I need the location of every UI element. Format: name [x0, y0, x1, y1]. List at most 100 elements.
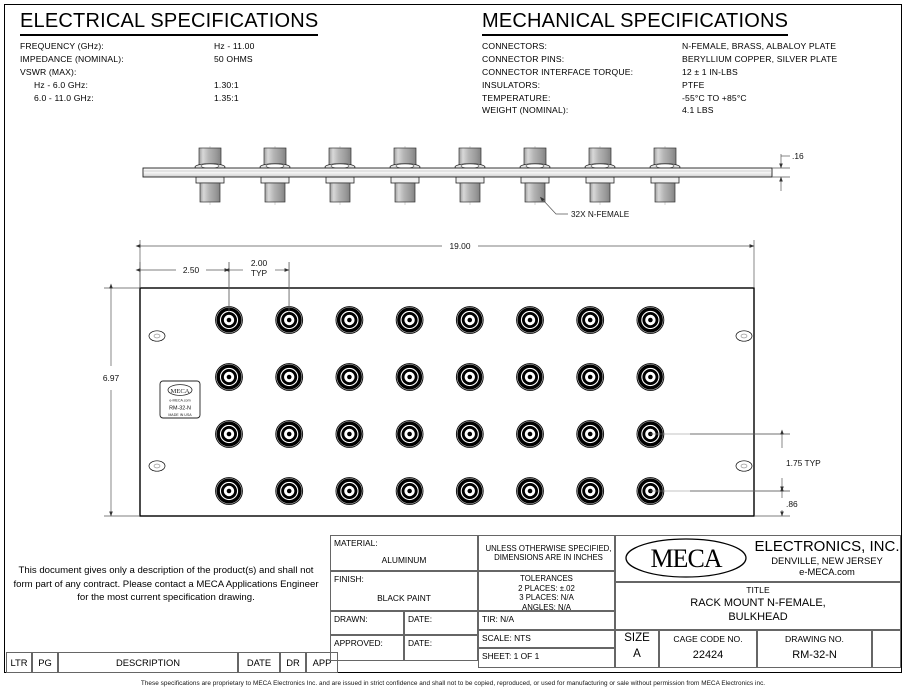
pitch-dim-label: 2.00: [251, 258, 268, 268]
approved-cell[interactable]: APPROVED:: [330, 635, 404, 661]
drawn-date-label: DATE:: [408, 614, 433, 624]
revision-header-app: APP: [306, 652, 338, 673]
spec-value: BERYLLIUM COPPER, SILVER PLATE: [682, 54, 838, 65]
svg-text:RM-32-N: RM-32-N: [169, 406, 191, 412]
spec-row: CONNECTOR PINS: BERYLLIUM COPPER, SILVER …: [482, 53, 837, 66]
connector-port[interactable]: [455, 363, 484, 391]
connector-port[interactable]: [395, 420, 424, 448]
mounting-slots: [148, 330, 753, 472]
drawn-date-cell[interactable]: DATE:: [404, 611, 478, 635]
connector-callout-label: 32X N-FEMALE: [571, 210, 630, 219]
overall-width-dimension: 19.00: [135, 240, 755, 288]
spec-row: CONNECTOR INTERFACE TORQUE:12 ± 1 IN-LBS: [482, 66, 837, 79]
spec-key: VSWR (MAX):: [20, 66, 77, 77]
overall-height-dimension: 6.97: [103, 283, 140, 517]
connector-port[interactable]: [576, 306, 605, 334]
company-logo-svg: MECA: [625, 538, 747, 578]
spec-value: N-FEMALE, BRASS, ALBALOY PLATE: [682, 41, 837, 52]
spec-key: TEMPERATURE:: [482, 92, 551, 103]
sheet-cell: SHEET: 1 OF 1: [478, 648, 615, 668]
connector-port[interactable]: [516, 363, 544, 391]
side-connector: [389, 146, 421, 205]
svg-text:MECA: MECA: [650, 544, 722, 573]
proprietary-footer: These specifications are proprietary to …: [140, 680, 766, 687]
spec-key: 6.0 - 11.0 GHz:: [34, 92, 94, 103]
connector-port[interactable]: [335, 306, 364, 334]
connector-port[interactable]: [215, 477, 243, 505]
material-cell: MATERIAL: ALUMINUM: [330, 535, 478, 571]
connector-port[interactable]: [275, 477, 304, 505]
connector-port[interactable]: [516, 420, 544, 448]
spec-key: INSULATORS:: [482, 79, 541, 90]
spec-key: CONNECTOR INTERFACE TORQUE:: [482, 66, 634, 77]
approved-date-cell[interactable]: DATE:: [404, 635, 478, 661]
tolerance-2places: 2 PLACES: ±.02: [518, 583, 575, 593]
spec-key: CONNECTORS:: [482, 41, 547, 52]
connector-port[interactable]: [516, 306, 544, 334]
cage-label: CAGE CODE NO.: [673, 634, 743, 644]
connector-port[interactable]: [395, 306, 424, 334]
spec-value: 4.1 LBS: [682, 105, 714, 116]
spec-key: WEIGHT (NOMINAL):: [482, 105, 569, 116]
connector-port[interactable]: [576, 420, 605, 448]
connector-port[interactable]: [215, 420, 243, 448]
revision-header-dr: DR: [280, 652, 306, 673]
material-label: MATERIAL:: [334, 538, 378, 548]
units-note: UNLESS OTHERWISE SPECIFIED, DIMENSIONS A…: [485, 543, 612, 563]
spec-value: 1.35:1: [214, 92, 239, 103]
sheet-value: SHEET: 1 OF 1: [482, 651, 540, 661]
connector-port[interactable]: [335, 363, 364, 391]
side-connector: [519, 146, 551, 205]
first-col-dim-label: 2.50: [183, 265, 200, 275]
connector-port[interactable]: [576, 363, 605, 391]
side-connector: [454, 146, 486, 205]
spec-row: VSWR (MAX):: [20, 66, 255, 79]
size-cell: SIZE A: [615, 630, 659, 668]
tolerances-cell: TOLERANCES 2 PLACES: ±.02 3 PLACES: N/A …: [478, 571, 615, 611]
connector-port[interactable]: [516, 477, 544, 505]
spec-value: 50 OHMS: [214, 54, 253, 65]
connector-port[interactable]: [215, 363, 243, 391]
connector-port[interactable]: [335, 477, 364, 505]
spec-key: IMPEDANCE (NOMINAL):: [20, 54, 124, 65]
connector-port[interactable]: [455, 306, 484, 334]
drawn-cell[interactable]: DRAWN:: [330, 611, 404, 635]
material-value: ALUMINUM: [381, 555, 427, 565]
connector-port[interactable]: [275, 420, 304, 448]
connector-port[interactable]: [455, 420, 484, 448]
connector-port[interactable]: [636, 363, 665, 391]
spec-key: Hz - 6.0 GHz:: [34, 79, 88, 90]
connector-port[interactable]: [275, 306, 304, 334]
company-name: ELECTRONICS, INC.: [754, 538, 900, 555]
drawing-value: RM-32-N: [792, 649, 837, 661]
connector-port[interactable]: [335, 420, 364, 448]
tolerance-angles: ANGLES: N/A: [522, 603, 571, 611]
thickness-dimension: [772, 154, 790, 191]
connector-port[interactable]: [636, 306, 665, 334]
connector-port[interactable]: [576, 477, 605, 505]
electrical-specifications-block: ELECTRICAL SPECIFICATIONS FREQUENCY (GHz…: [20, 10, 319, 104]
spec-value: -55°C TO +85°C: [682, 92, 747, 103]
svg-text:MADE IN USA: MADE IN USA: [168, 413, 192, 417]
connector-grid: [215, 262, 790, 505]
title-cell: TITLE RACK MOUNT N-FEMALE, BULKHEAD: [615, 582, 901, 630]
revision-header-pg: PG: [32, 652, 58, 673]
column-pitch-dimension: 2.00 TYP: [224, 258, 290, 312]
panel-edge: [142, 167, 773, 178]
finish-cell: FINISH: BLACK PAINT: [330, 571, 478, 611]
revision-header-ltr: LTR: [6, 652, 32, 673]
drawn-label: DRAWN:: [334, 614, 368, 624]
connector-port[interactable]: [395, 363, 424, 391]
connector-port[interactable]: [275, 363, 304, 391]
connector-port[interactable]: [455, 477, 484, 505]
title-line1: RACK MOUNT N-FEMALE,: [690, 597, 826, 610]
connector-port[interactable]: [395, 477, 424, 505]
spec-value: Hz - 11.00: [214, 41, 255, 52]
product-label: MECA e-MECA.com RM-32-N MADE IN USA: [159, 380, 201, 419]
spec-key: CONNECTOR PINS:: [482, 54, 565, 65]
bottom-offset-dimension: .86: [754, 486, 798, 517]
company-header-cell: MECA ELECTRONICS, INC. DENVILLE, NEW JER…: [615, 535, 901, 582]
side-connector: [649, 146, 681, 205]
